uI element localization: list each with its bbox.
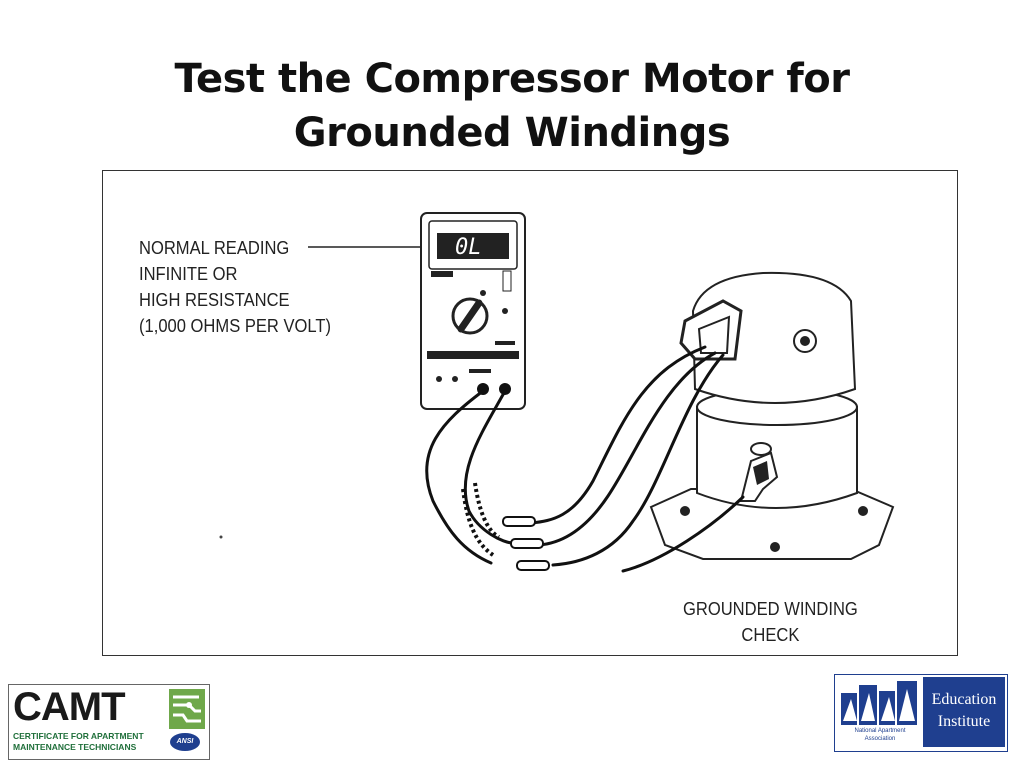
probe-clips bbox=[502, 516, 550, 571]
naa-name: National Apartment Association bbox=[839, 727, 921, 743]
diagram-illustration: 0L bbox=[219, 212, 895, 573]
camt-subtitle-line-1: CERTIFICATE FOR APARTMENT bbox=[13, 731, 144, 741]
naa-skyline-icon bbox=[841, 681, 917, 725]
reading-note-line-2: INFINITE OR bbox=[139, 264, 238, 284]
ansi-badge: ANSI bbox=[170, 733, 200, 751]
slide-title-line-2: Grounded Windings bbox=[293, 110, 731, 156]
camt-subtitle: CERTIFICATE FOR APARTMENT MAINTENANCE TE… bbox=[13, 731, 144, 753]
institute-line-2: Institute bbox=[937, 713, 991, 730]
meter-display bbox=[437, 233, 509, 259]
slide-title-line-1: Test the Compressor Motor for bbox=[174, 56, 850, 102]
multimeter: 0L bbox=[420, 212, 526, 410]
naa-name-line-1: National Apartment bbox=[854, 728, 906, 734]
reading-note-line-1: NORMAL READING bbox=[139, 238, 290, 258]
slide-title: Test the Compressor Motor for Grounded W… bbox=[0, 52, 1024, 160]
meter-display-value: 0L bbox=[455, 235, 482, 260]
camt-wordmark: CAMT bbox=[13, 685, 126, 729]
normal-reading-note: NORMAL READING INFINITE OR HIGH RESISTAN… bbox=[139, 235, 331, 339]
naa-name-line-2: Association bbox=[864, 736, 896, 742]
reading-note-line-4: (1,000 OHMS PER VOLT) bbox=[139, 316, 332, 336]
check-caption-line-2: CHECK bbox=[741, 625, 800, 645]
lead-dotted-sections bbox=[461, 482, 501, 557]
compressor-test-diagram: 0L bbox=[102, 170, 958, 656]
check-caption-line-1: GROUNDED WINDING bbox=[683, 599, 858, 619]
institute-line-1: Education bbox=[931, 691, 997, 708]
reading-note-line-3: HIGH RESISTANCE bbox=[139, 290, 290, 310]
volt-ohm-jack bbox=[499, 383, 511, 395]
camt-logo: CAMT CERTIFICATE FOR APARTMENT MAINTENAN… bbox=[8, 684, 210, 760]
compressor bbox=[649, 271, 895, 560]
education-institute-block: Education Institute bbox=[923, 677, 1005, 747]
grounded-winding-caption: GROUNDED WINDING CHECK bbox=[683, 596, 858, 648]
naa-education-institute-logo: National Apartment Association Education… bbox=[834, 674, 1008, 752]
circuit-icon bbox=[169, 689, 205, 729]
camt-subtitle-line-2: MAINTENANCE TECHNICIANS bbox=[13, 742, 137, 752]
